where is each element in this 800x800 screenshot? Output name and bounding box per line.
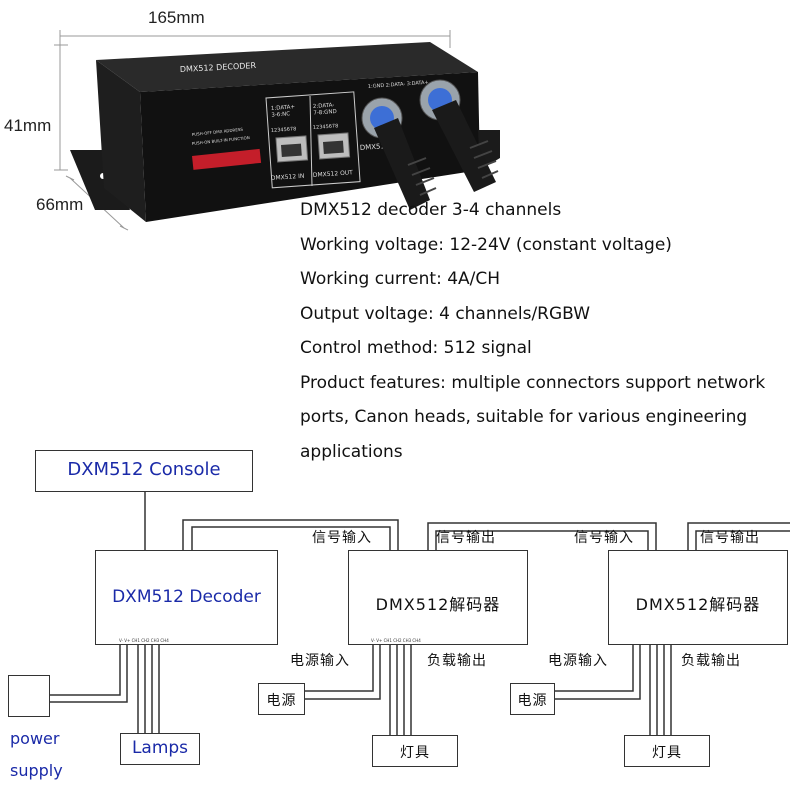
device-top-face [96, 42, 478, 92]
cn-decoder-label-1: DMX512解码器 [375, 595, 501, 614]
spec-line: Product features: multiple connectors su… [300, 372, 766, 393]
power-in-label-2: 电源输入 [548, 653, 608, 669]
spec-list: DMX512 decoder 3-4 channels Working volt… [300, 193, 800, 469]
cn-decoder-pin-labels-1: V- V+ CH1 CH2 CH3 CH4 [371, 638, 421, 643]
xlr-label: DMX512 [360, 142, 390, 152]
dimension-depth: 66mm [36, 195, 84, 214]
decoder-label: DXM512 Decoder [112, 587, 261, 607]
dimension-height: 41mm [4, 116, 52, 135]
spec-line: ports, Canon heads, suitable for various… [300, 407, 748, 427]
port-out-bottom-label: DMX512 OUT [313, 169, 354, 179]
signal-in-label-1: 信号输入 [312, 530, 372, 546]
power-box-1: 电源 [258, 683, 305, 715]
spec-line: Working voltage: 12-24V (constant voltag… [300, 234, 672, 255]
power-box-2: 电源 [510, 683, 555, 715]
switch-caption-1: PUSH-OFF DMX ADDRESS [192, 127, 244, 137]
product-illustration: 165mm 41mm 66mm DMX512 DECODER [0, 0, 520, 245]
power-label-1: 电源 [266, 693, 297, 709]
decoder-pin-labels: V- V+ CH1 CH2 CH3 CH4 [119, 638, 169, 643]
lamp-box-2: 灯具 [624, 735, 710, 767]
spec-line: Output voltage: 4 channels/RGBW [300, 303, 591, 324]
power-supply-box [8, 675, 50, 717]
port-in-pins: 12345678 [271, 126, 297, 134]
switch-caption-2: PUSH-ON BUILT-IN FUNCTION [192, 135, 250, 146]
signal-out-label-1: 信号输出 [436, 530, 496, 546]
spec-line: Working current: 4A/CH [300, 269, 501, 289]
xlr-pin-label: 1:GND 2:DATA- 3:DATA+ [368, 80, 429, 90]
lamps-label: Lamps [131, 738, 189, 758]
signal-in-label-2: 信号输入 [574, 530, 634, 546]
port-in-top-label: 1:DATA+3-6:NC [271, 104, 296, 118]
dip-switch-bank [192, 148, 262, 170]
device-top-label: DMX512 DECODER [180, 61, 257, 74]
port-in-bottom-label: DMX512 IN [271, 173, 305, 182]
rj45-panel [265, 91, 361, 189]
spec-line: Control method: 512 signal [300, 338, 532, 358]
lamp-label-1: 灯具 [400, 745, 430, 761]
xlr-connector-1 [361, 97, 437, 210]
power-in-label-1: 电源输入 [290, 653, 350, 669]
signal-out-label-2: 信号输出 [700, 530, 760, 546]
power-label-2: 电源 [517, 693, 548, 709]
cn-decoder-label-2: DMX512解码器 [635, 595, 761, 614]
decoder-device-drawing: DMX512 DECODER PUSH-OFF DMX ADDRESS PUSH… [54, 30, 500, 231]
load-out-label-1: 负载输出 [427, 653, 487, 669]
wiring-diagram: DXM512 Console DXM512 Decoder V- V+ CH1 … [0, 445, 800, 800]
power-supply-label-1: power [10, 729, 60, 748]
cn-decoder-box-1: DMX512解码器 V- V+ CH1 CH2 CH3 CH4 [348, 550, 528, 645]
console-label: DXM512 Console [67, 459, 221, 480]
wiring-lines [50, 492, 790, 735]
cn-decoder-box-2: DMX512解码器 [608, 550, 788, 645]
console-box: DXM512 Console [35, 450, 253, 492]
dimension-width: 165mm [148, 8, 205, 27]
spec-line: applications [300, 441, 403, 462]
port-out-top-label: 2:DATA-7-8:GND [313, 102, 337, 116]
dimension-lines [54, 30, 451, 231]
decoder-box: DXM512 Decoder V- V+ CH1 CH2 CH3 CH4 [95, 550, 278, 645]
port-out-pins: 12345678 [313, 123, 339, 131]
lamp-box-1: 灯具 [372, 735, 458, 767]
xlr-connector-2 [419, 79, 499, 192]
lamp-label-2: 灯具 [652, 745, 682, 761]
load-out-label-2: 负载输出 [681, 653, 741, 669]
power-supply-label-2: supply [10, 761, 63, 780]
lamps-box: Lamps [120, 733, 200, 765]
device-side-face [96, 60, 146, 222]
spec-line: DMX512 decoder 3-4 channels [300, 200, 562, 220]
